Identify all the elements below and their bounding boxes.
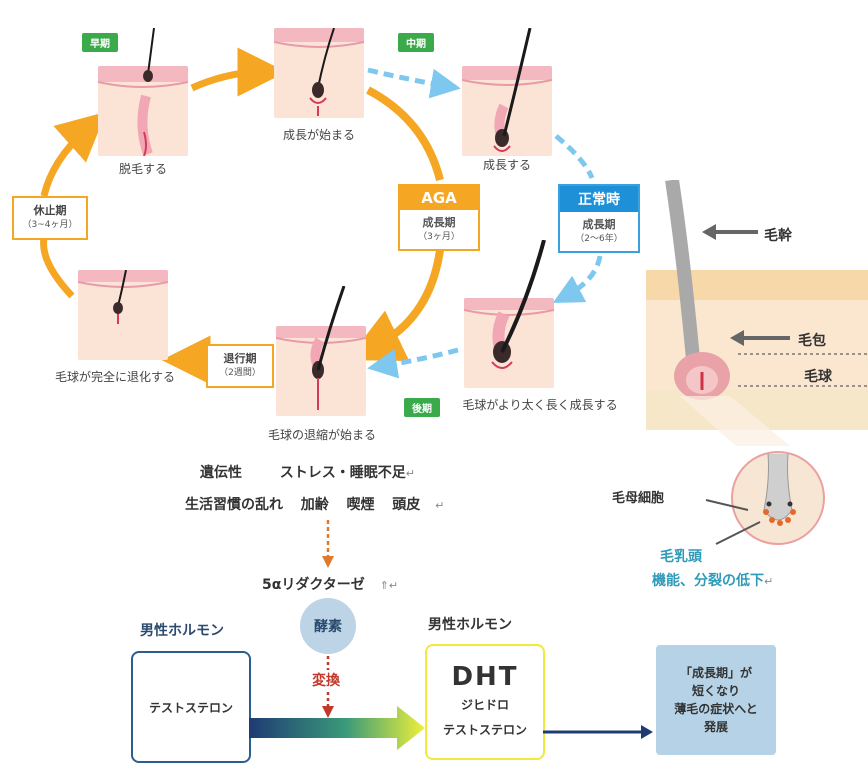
enzyme-name-line: 5αリダクターゼ ⇑↵ bbox=[262, 574, 398, 594]
hair-shrink-icon bbox=[316, 286, 346, 371]
cause-scalp: 頭皮 bbox=[392, 497, 421, 513]
tile-regressed bbox=[78, 270, 168, 360]
tag-early: 早期 bbox=[82, 33, 118, 52]
result-line4: 発展 bbox=[703, 720, 728, 734]
hair-shedding-icon bbox=[143, 28, 155, 82]
caption-shrink-start: 毛球の退縮が始まる bbox=[267, 428, 376, 442]
normal-title: 正常時 bbox=[560, 186, 638, 212]
arrow-aga-to-shrink bbox=[346, 249, 444, 362]
label-matrix-cells: 毛母細胞 bbox=[612, 491, 665, 506]
return-mark-1: ↵ bbox=[405, 467, 415, 480]
cause-lifestyle: 生活習慣の乱れ bbox=[185, 497, 283, 513]
dht-reading: ジヒドロ bbox=[460, 698, 509, 712]
cause-stress: ストレス・睡眠不足 bbox=[279, 465, 406, 481]
arrow-thicker-to-shrink bbox=[367, 347, 459, 379]
dht-title: DHT bbox=[451, 662, 519, 692]
hair-growing-icon bbox=[502, 28, 532, 137]
dht-box: DHT ジヒドロ テストステロン bbox=[425, 644, 545, 760]
aga-title: AGA bbox=[400, 186, 478, 210]
caption-regressed: 毛球が完全に退化する bbox=[54, 370, 175, 384]
arrow-shed-to-start bbox=[190, 47, 287, 97]
result-line3: 薄毛の症状へと bbox=[674, 702, 758, 716]
caption-growing: 成長する bbox=[482, 158, 531, 172]
enzyme-circle: 酵素 bbox=[300, 598, 356, 654]
label-hair-shaft: 毛幹 bbox=[764, 228, 792, 244]
cause-smoking: 喫煙 bbox=[346, 497, 375, 513]
rest-phase-label: 休止期 bbox=[33, 204, 67, 217]
arrow-rest-to-shed bbox=[40, 111, 107, 197]
convert-label: 変換 bbox=[312, 670, 340, 690]
arrow-growing-to-normal bbox=[554, 134, 595, 180]
aga-box: AGA 成長期 （3ヶ月） bbox=[398, 184, 480, 251]
decline-note-text: 機能、分裂の低下 bbox=[652, 573, 764, 589]
label-hair-bulb: 毛球 bbox=[804, 369, 832, 385]
follicle-illustration bbox=[646, 180, 868, 545]
tile-shedding bbox=[98, 66, 188, 156]
regression-phase-label: 退行期 bbox=[223, 352, 257, 365]
enzyme-mark: ⇑↵ bbox=[379, 579, 399, 592]
causes-line2: 生活習慣の乱れ 加齢 喫煙 頭皮 ↵ bbox=[185, 494, 444, 514]
caption-growth-start: 成長が始まる bbox=[282, 128, 355, 142]
normal-label: 成長期 bbox=[582, 218, 616, 231]
rest-phase-duration: （3~4ヶ月） bbox=[22, 220, 78, 230]
normal-duration: （2～6年） bbox=[575, 234, 623, 244]
arrow-regressed-to-rest bbox=[40, 237, 75, 299]
rest-phase-box: 休止期 （3~4ヶ月） bbox=[12, 196, 88, 240]
return-mark-2: ↵ bbox=[435, 499, 445, 512]
cause-heredity: 遺伝性 bbox=[200, 465, 242, 481]
gradient-arrow bbox=[249, 706, 425, 750]
caption-thicker: 毛球がより太く長く成長する bbox=[462, 398, 618, 412]
label-papilla: 毛乳頭 bbox=[660, 549, 702, 565]
causes-dotted-arrow bbox=[322, 520, 334, 568]
caption-shedding: 脱毛する bbox=[118, 162, 167, 176]
arrow-start-to-growing bbox=[367, 67, 461, 99]
male-hormone-left: 男性ホルモン bbox=[140, 623, 224, 639]
cause-aging: 加齢 bbox=[300, 497, 329, 513]
result-box: 「成長期」が 短くなり 薄毛の症状へと 発展 bbox=[656, 645, 776, 755]
normal-box: 正常時 成長期 （2～6年） bbox=[558, 184, 640, 253]
arrow-start-to-aga bbox=[366, 86, 444, 181]
tag-late: 後期 bbox=[404, 398, 440, 417]
dht-name: テストステロン bbox=[442, 723, 527, 737]
regression-phase-box: 退行期 （2週間） bbox=[206, 344, 274, 388]
tile-growing bbox=[462, 66, 552, 156]
decline-return-mark: ↵ bbox=[764, 575, 774, 588]
tile-growth-start bbox=[274, 28, 364, 118]
decline-note: 機能、分裂の低下↵ bbox=[652, 570, 773, 590]
hair-thicker-icon bbox=[500, 240, 546, 353]
causes-line1: 遺伝性 ストレス・睡眠不足↵ bbox=[200, 462, 415, 482]
label-follicle: 毛包 bbox=[798, 333, 826, 349]
tag-mid: 中期 bbox=[398, 33, 434, 52]
tile-thicker bbox=[464, 298, 554, 388]
aga-duration: （3ヶ月） bbox=[418, 232, 460, 242]
arrow-normal-to-thicker bbox=[552, 255, 603, 304]
regression-phase-duration: （2週間） bbox=[219, 368, 261, 378]
male-hormone-right: 男性ホルモン bbox=[428, 617, 512, 633]
result-arrow bbox=[543, 725, 653, 739]
testosterone-label: テストステロン bbox=[148, 700, 233, 715]
result-line2: 短くなり bbox=[691, 684, 740, 698]
testosterone-box: テストステロン bbox=[131, 651, 251, 763]
result-line1: 「成長期」が bbox=[679, 666, 752, 680]
aga-label: 成長期 bbox=[422, 216, 456, 229]
enzyme-name: 5αリダクターゼ bbox=[262, 577, 365, 593]
tile-shrink-start bbox=[276, 326, 366, 416]
